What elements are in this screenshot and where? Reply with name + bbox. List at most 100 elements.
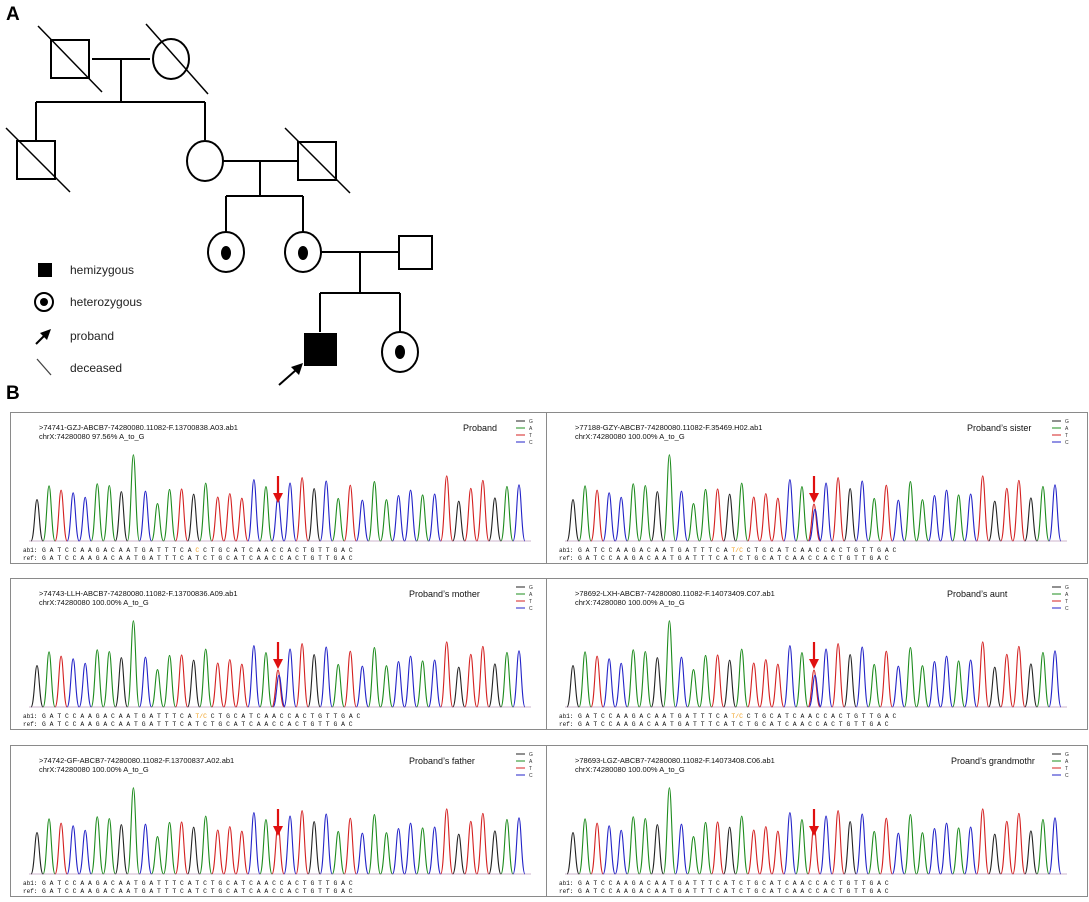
trace-peak xyxy=(512,817,526,875)
trace-header: >74742-GF-ABCB7-74280080.11082-F.1370083… xyxy=(39,756,234,774)
trace-peak xyxy=(662,620,676,708)
ab1-sequence: G A T C C A A G A C A A T G A T T T C A … xyxy=(42,547,353,554)
panel-a-label: A xyxy=(6,4,20,25)
variant-base: T xyxy=(195,880,200,887)
trace-peak xyxy=(150,668,165,708)
legend-label: heterozygous xyxy=(70,295,143,309)
trace-peak xyxy=(500,818,514,875)
trace-peak xyxy=(391,661,406,708)
trace-peak xyxy=(1036,818,1050,875)
trace-header: >74741-GZJ-ABCB7-74280080.11082-F.137008… xyxy=(39,423,238,441)
trace-legend-label: G xyxy=(1065,752,1069,758)
trace-peak xyxy=(175,821,189,875)
trace-peak xyxy=(662,787,676,875)
ab1-sequence: G A T C C A A G A C A A T G A T T T C A … xyxy=(42,713,361,720)
trace-peak xyxy=(90,649,104,708)
trace-peak xyxy=(163,488,177,542)
sequence-lines: ab1:ref:G A T C C A A G A C A A T G A T … xyxy=(546,880,1088,902)
trace-peak xyxy=(452,666,466,708)
trace-peak xyxy=(1024,663,1038,708)
trace-peak xyxy=(163,654,177,708)
trace-peak xyxy=(175,654,189,708)
trace-title: Proband’s sister xyxy=(967,423,1032,433)
trace-peak xyxy=(391,495,406,542)
trace-peak xyxy=(638,484,652,542)
trace-peak xyxy=(1036,651,1050,708)
variant-arrow-icon xyxy=(809,659,819,669)
trace-legend-label: A xyxy=(529,759,533,765)
trace-peak xyxy=(867,497,881,542)
ref-sequence: G A T C C A A G A C A A T G A T T T C A … xyxy=(42,888,353,895)
trace-peak xyxy=(1000,820,1014,875)
trace-peak xyxy=(319,646,333,708)
legend-item-hemizygous: hemizygous xyxy=(32,258,134,282)
trace-legend-label: G xyxy=(1065,419,1069,425)
trace-legend-label: G xyxy=(529,585,533,591)
deceased-slash-grandfather-ii xyxy=(284,127,351,194)
trace-peak xyxy=(66,658,80,708)
trace-peak xyxy=(331,497,345,542)
mother-carrier-dot xyxy=(298,246,308,260)
trace-peak xyxy=(78,496,92,542)
trace-filename: >74741-GZJ-ABCB7-74280080.11082-F.137008… xyxy=(39,423,238,432)
sister-carrier-dot xyxy=(395,345,405,359)
trace-peak xyxy=(976,641,990,708)
trace-title: Proband’s father xyxy=(409,756,475,766)
trace-peak xyxy=(699,488,713,542)
trace-peak xyxy=(102,484,116,542)
trace-peak xyxy=(711,488,725,542)
variant-base: T xyxy=(731,880,736,887)
trace-peak xyxy=(379,665,393,708)
variant-arrow-icon xyxy=(273,659,283,669)
trace-peak xyxy=(879,650,893,708)
trace-peak xyxy=(819,815,833,875)
trace-peak xyxy=(500,651,514,708)
trace-peak xyxy=(488,663,502,708)
trace-peak xyxy=(295,810,309,875)
trace-peak xyxy=(638,817,652,875)
trace-peak xyxy=(259,485,273,542)
trace-peak xyxy=(650,491,664,542)
ref-sequence: G A T C C A A G A C A A T G A T T T C A … xyxy=(578,888,889,895)
chromatogram-panel: >78692-LXH-ABCB7-74280080.11082-F.140734… xyxy=(546,578,1088,730)
trace-peak xyxy=(78,662,92,708)
trace-peak xyxy=(915,665,929,708)
trace-peak xyxy=(686,502,701,542)
deceased-slash-uncle xyxy=(5,127,71,193)
trace-peak xyxy=(114,657,128,708)
trace-variant-info: chrX:74280080 100.00% A_to_G xyxy=(575,598,685,607)
trace-peak xyxy=(126,454,140,542)
trace-peak xyxy=(319,480,333,542)
trace-peak xyxy=(638,650,652,708)
trace-peak xyxy=(464,487,478,542)
trace-peak xyxy=(674,823,688,875)
trace-peak xyxy=(735,815,749,875)
trace-header: >77188-GZY-ABCB7-74280080.11082-F.35469.… xyxy=(575,423,762,441)
trace-filename: >77188-GZY-ABCB7-74280080.11082-F.35469.… xyxy=(575,423,763,432)
trace-peak xyxy=(988,500,1002,542)
trace-peak xyxy=(235,663,249,708)
trace-peak xyxy=(747,829,761,875)
ab1-sequence: G A T C C A A G A C A A T G A T T T C A … xyxy=(578,880,889,887)
trace-peak xyxy=(952,660,966,708)
legend-label: hemizygous xyxy=(70,263,135,277)
trace-peak xyxy=(259,651,273,708)
ref-label: ref: xyxy=(23,555,38,562)
trace-peak xyxy=(783,812,797,875)
trace-peak xyxy=(831,477,845,542)
trace-peak xyxy=(223,493,237,542)
trace-peak xyxy=(331,663,345,708)
variant-base: T/C xyxy=(195,713,207,720)
trace-peak xyxy=(452,500,466,542)
trace-peak xyxy=(1012,645,1026,708)
variant-arrow-icon xyxy=(809,826,819,836)
ab1-label: ab1: xyxy=(23,880,38,887)
legend-item-deceased: deceased xyxy=(32,356,122,380)
trace-peak xyxy=(428,493,442,542)
trace-peak xyxy=(759,826,773,875)
trace-peak xyxy=(988,833,1002,875)
trace-peak xyxy=(476,812,490,875)
slash-icon xyxy=(36,358,52,376)
trace-peak xyxy=(283,648,297,708)
trace-peak xyxy=(295,477,309,542)
